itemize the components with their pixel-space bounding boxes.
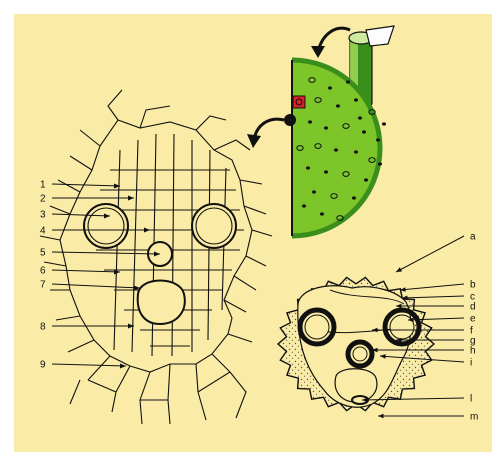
right-label: m <box>470 412 478 423</box>
right-label: l <box>470 394 472 405</box>
left-label: 5 <box>40 248 46 259</box>
stem-bundle-dot <box>336 104 340 107</box>
stem-bundle-dot <box>334 148 338 151</box>
stem-bundle-dot <box>376 138 380 141</box>
stem-bundle-dot <box>324 170 328 173</box>
stem-bundle-dot <box>354 98 358 101</box>
stem-bundle-dot <box>352 196 356 199</box>
stem-bundle-dot <box>382 122 386 125</box>
left-label: 4 <box>40 226 46 237</box>
right-label: i <box>470 358 472 369</box>
stem-bundle-dot <box>312 190 316 193</box>
left-label: 9 <box>40 360 46 371</box>
stem-bundle-dot <box>302 204 306 207</box>
stem-bundle-dot <box>354 150 358 153</box>
highlighted-bundle <box>293 96 305 108</box>
right-label: e <box>470 314 476 325</box>
left-label: 6 <box>40 266 46 277</box>
right-label: a <box>470 232 476 243</box>
stem-bundle-dot <box>346 80 350 83</box>
stem-bundle-dot <box>324 126 328 129</box>
stem-bundle-dot <box>362 130 366 133</box>
stem-bundle-dot <box>364 178 368 181</box>
right-label: d <box>470 302 476 313</box>
left-label: 3 <box>40 210 46 221</box>
left-label: 2 <box>40 194 46 205</box>
stem-bundle-dot <box>320 212 324 215</box>
stem-bundle-dot <box>308 120 312 123</box>
stem-bundle-dot <box>306 166 310 169</box>
right-label: b <box>470 280 476 291</box>
right-label: h <box>470 346 476 357</box>
left-label: 1 <box>40 180 46 191</box>
stem-bundle-dot <box>358 116 362 119</box>
stem-bundle-dot <box>378 162 382 165</box>
left-label: 8 <box>40 322 46 333</box>
stem-bundle-dot <box>328 86 332 89</box>
left-label: 7 <box>40 280 46 291</box>
